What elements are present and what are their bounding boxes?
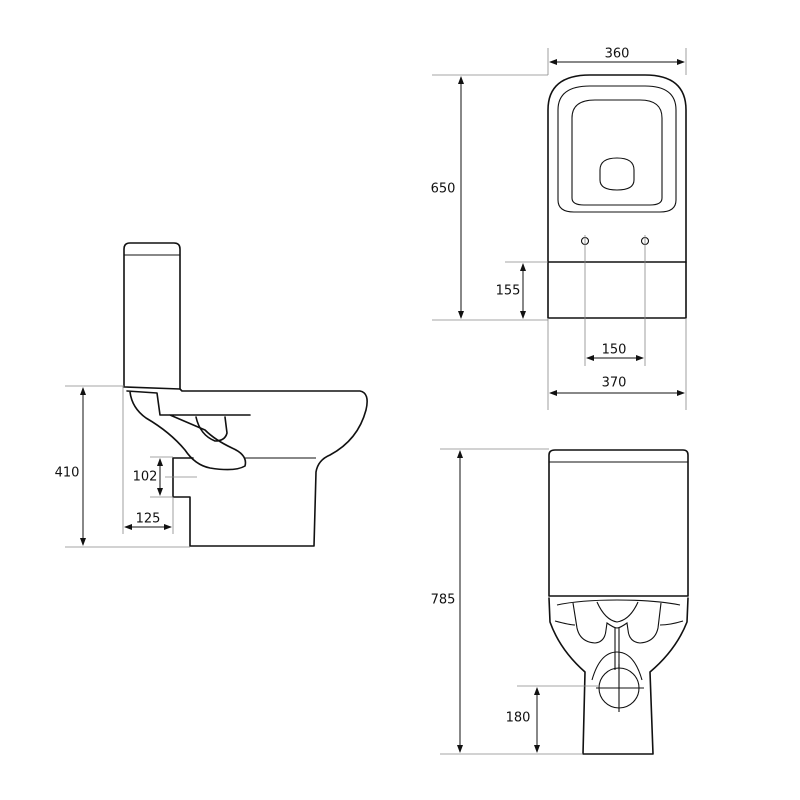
dimension-label-tank-depth-155: 155 [495,283,521,299]
front-tank [548,449,689,597]
dimension-label-fixing-spacing-150: 150 [601,342,627,358]
side-trap [195,416,228,442]
front-trapway [591,651,643,681]
front-bowl [548,597,689,755]
front-view [548,449,689,755]
front-dimensions [440,448,600,755]
top-dimensions [432,48,687,410]
top-seat-outer [557,85,677,213]
top-bowl-opening [599,157,635,191]
dimension-label-height-410: 410 [54,465,80,481]
dimension-label-height-785: 785 [430,592,456,608]
dimension-label-length-650: 650 [430,181,456,197]
side-tank [123,242,181,390]
side-dimensions [65,385,197,548]
dimension-label-width-370: 370 [601,375,627,391]
top-view [547,74,687,319]
front-seat [554,599,684,670]
dimension-label-outlet-height-102: 102 [132,469,158,485]
dimension-label-outlet-center-180: 180 [505,710,531,726]
side-seat [126,390,251,471]
dimension-label-outlet-offset-125: 125 [135,511,161,527]
top-seat-inner [571,99,663,206]
side-bowl [124,386,368,547]
top-outline [547,74,687,319]
side-view [123,242,368,547]
dimension-label-width-360: 360 [604,46,630,62]
